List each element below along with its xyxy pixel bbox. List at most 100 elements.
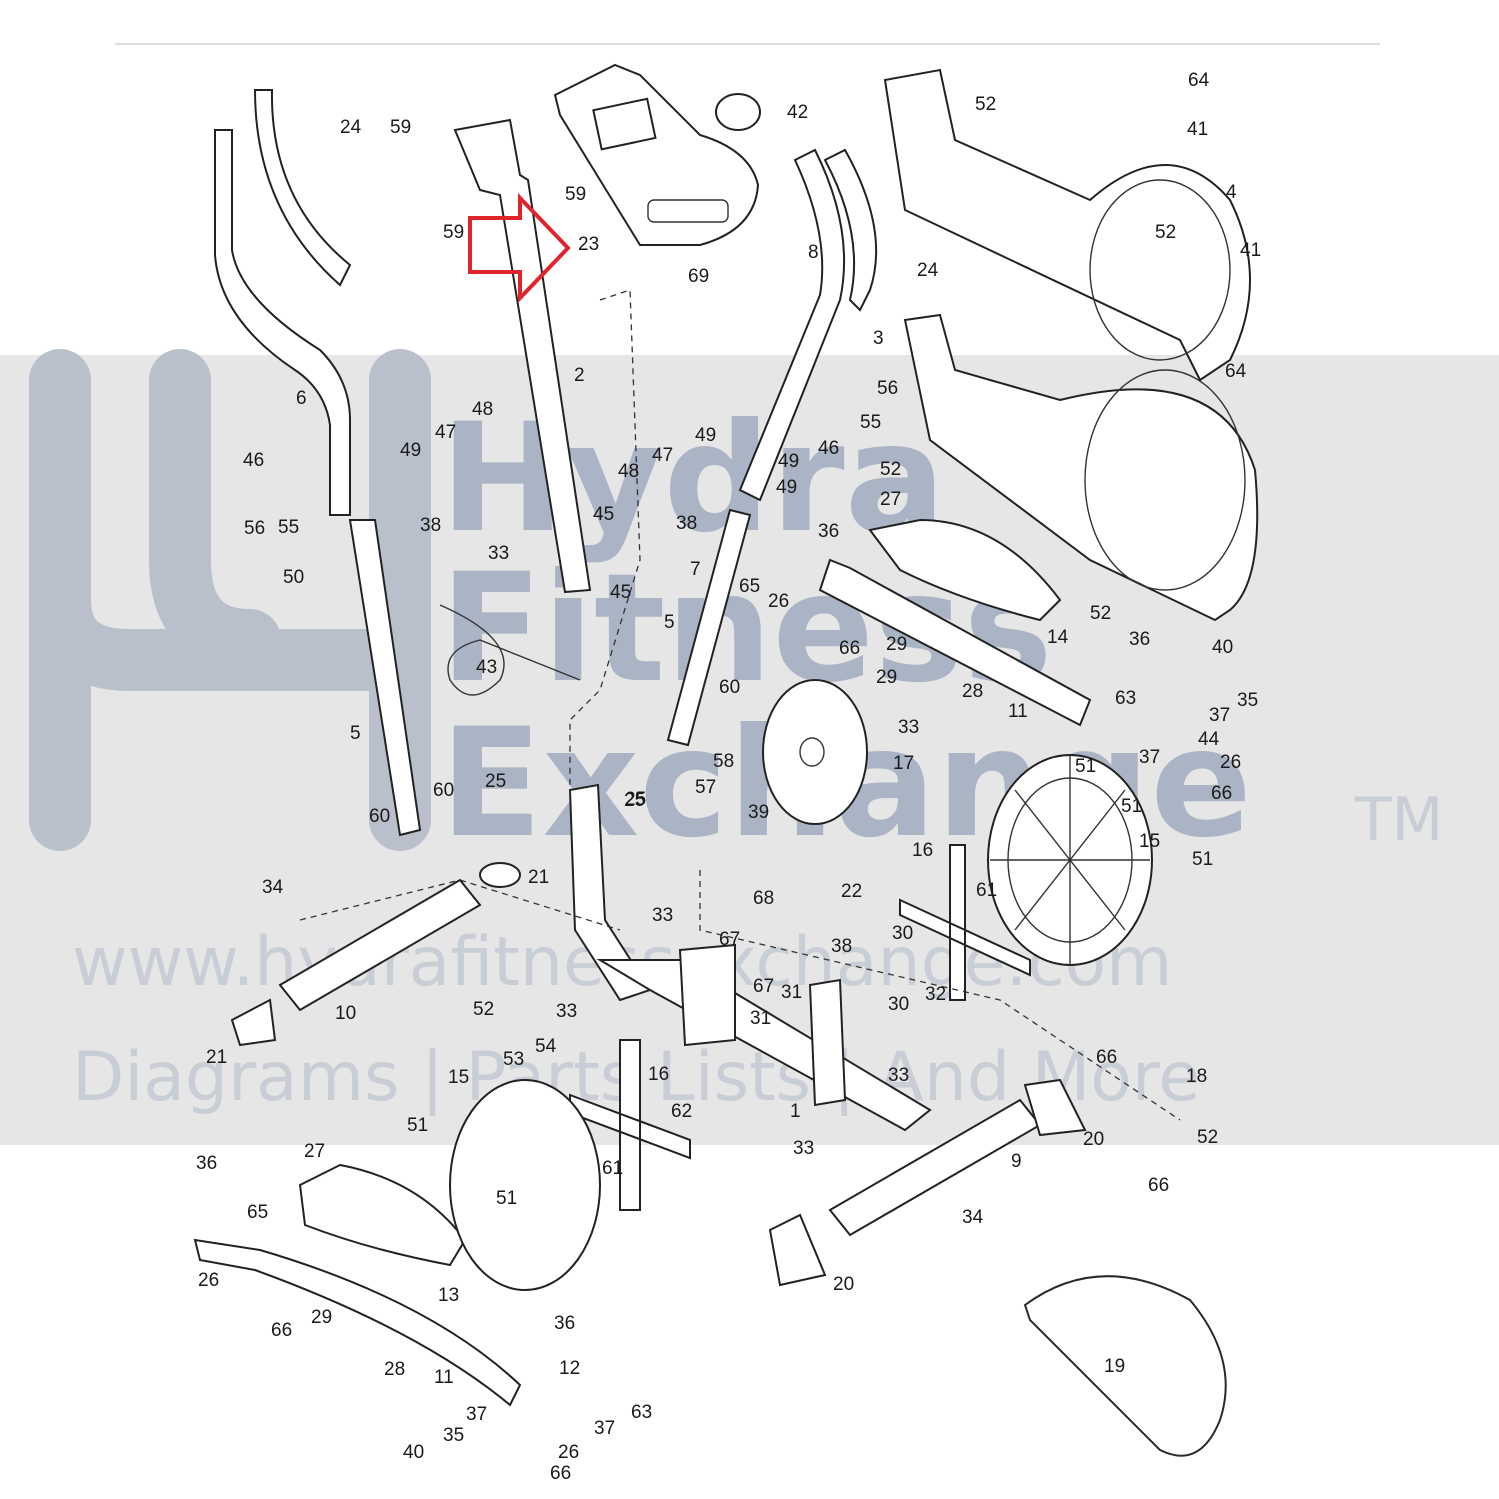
part-label: 49 bbox=[778, 451, 799, 472]
part-label: 61 bbox=[976, 880, 997, 901]
part-label: 51 bbox=[1192, 849, 1213, 870]
part-label: 41 bbox=[1187, 119, 1208, 140]
part-label: 36 bbox=[554, 1313, 575, 1334]
part-label: 35 bbox=[1237, 690, 1258, 711]
part-label: 69 bbox=[688, 266, 709, 287]
main-frame bbox=[568, 783, 932, 1132]
part-label: 56 bbox=[877, 378, 898, 399]
part-label: 33 bbox=[793, 1138, 814, 1159]
part-label: 26 bbox=[1220, 752, 1241, 773]
highlight-arrow-icon bbox=[468, 193, 571, 303]
part-label: 37 bbox=[1139, 747, 1160, 768]
part-label: 31 bbox=[781, 982, 802, 1003]
part-label: 2 bbox=[574, 365, 585, 386]
tension-cable bbox=[439, 604, 581, 696]
part-label: 55 bbox=[278, 517, 299, 538]
part-label: 27 bbox=[304, 1141, 325, 1162]
part-label: 33 bbox=[888, 1065, 909, 1086]
part-label: 15 bbox=[448, 1067, 469, 1088]
watermark-trademark: TM bbox=[1354, 785, 1443, 855]
part-label: 45 bbox=[593, 504, 614, 525]
part-label: 30 bbox=[888, 994, 909, 1015]
part-label: 59 bbox=[565, 184, 586, 205]
part-label: 66 bbox=[839, 638, 860, 659]
part-label: 66 bbox=[1211, 783, 1232, 804]
part-label: 29 bbox=[876, 667, 897, 688]
part-label: 42 bbox=[787, 102, 808, 123]
part-label: 52 bbox=[1155, 222, 1176, 243]
part-label: 26 bbox=[558, 1442, 579, 1463]
part-label: 52 bbox=[1197, 1127, 1218, 1148]
part-label: 64 bbox=[1225, 361, 1247, 382]
part-label: 63 bbox=[631, 1402, 652, 1423]
right-crossbar bbox=[899, 844, 1031, 1001]
part-label: 35 bbox=[443, 1425, 464, 1446]
part-label: 34 bbox=[262, 877, 284, 898]
part-label: 33 bbox=[488, 543, 509, 564]
part-label: 52 bbox=[975, 94, 996, 115]
part-label: 52 bbox=[1090, 603, 1111, 624]
part-label: 67 bbox=[719, 929, 740, 950]
part-label: 57 bbox=[695, 777, 716, 798]
part-label: 19 bbox=[1104, 1356, 1125, 1377]
part-label: 21 bbox=[206, 1047, 227, 1068]
part-label: 61 bbox=[602, 1158, 623, 1179]
part-label: 15 bbox=[1139, 831, 1160, 852]
part-label: 24 bbox=[917, 260, 939, 281]
part-label: 38 bbox=[420, 515, 441, 536]
part-label: 10 bbox=[335, 1003, 356, 1024]
part-label: 11 bbox=[1008, 701, 1028, 722]
part-label: 49 bbox=[400, 440, 421, 461]
part-label: 22 bbox=[841, 881, 862, 902]
part-label: 23 bbox=[578, 234, 599, 255]
part-label: 11 bbox=[434, 1367, 454, 1388]
part-label: 50 bbox=[283, 567, 304, 588]
part-label: 25 bbox=[625, 789, 646, 810]
part-label: 66 bbox=[1096, 1047, 1117, 1068]
part-label: 60 bbox=[433, 780, 454, 801]
part-label: 54 bbox=[535, 1036, 557, 1057]
part-label: 51 bbox=[496, 1188, 517, 1209]
part-label: 60 bbox=[719, 677, 740, 698]
part-label: 63 bbox=[1115, 688, 1136, 709]
part-label: 37 bbox=[594, 1418, 615, 1439]
part-label: 65 bbox=[739, 576, 760, 597]
part-label: 66 bbox=[1148, 1175, 1169, 1196]
part-label: 6 bbox=[296, 388, 307, 409]
watermark-logo-icon bbox=[29, 349, 431, 851]
part-label: 62 bbox=[671, 1101, 692, 1122]
part-label: 14 bbox=[1047, 627, 1069, 648]
part-label: 16 bbox=[648, 1064, 669, 1085]
part-label: 56 bbox=[244, 518, 265, 539]
part-label: 29 bbox=[886, 634, 907, 655]
part-label: 26 bbox=[198, 1270, 219, 1291]
part-label: 9 bbox=[1011, 1151, 1022, 1172]
part-label: 28 bbox=[384, 1359, 405, 1380]
part-label: 16 bbox=[912, 840, 933, 861]
part-label: 52 bbox=[473, 999, 494, 1020]
rear-shroud bbox=[883, 68, 1259, 622]
part-label: 51 bbox=[1121, 796, 1142, 817]
part-label: 24 bbox=[340, 117, 362, 138]
part-label: 1 bbox=[790, 1101, 801, 1122]
part-label: 47 bbox=[652, 445, 673, 466]
part-label: 5 bbox=[350, 723, 361, 744]
part-label: 67 bbox=[753, 976, 774, 997]
part-label: 48 bbox=[618, 461, 639, 482]
part-label: 51 bbox=[407, 1115, 428, 1136]
part-label: 66 bbox=[550, 1463, 571, 1484]
part-label: 52 bbox=[880, 459, 901, 480]
left-pedal bbox=[193, 1163, 522, 1407]
part-label: 37 bbox=[1209, 705, 1230, 726]
part-label: 33 bbox=[898, 717, 919, 738]
part-label: 38 bbox=[676, 513, 697, 534]
part-label: 48 bbox=[472, 399, 493, 420]
part-label: 53 bbox=[503, 1049, 524, 1070]
part-label: 46 bbox=[818, 438, 839, 459]
part-label: 27 bbox=[880, 489, 901, 510]
part-label: 25 bbox=[485, 771, 506, 792]
part-label: 49 bbox=[776, 477, 797, 498]
part-label: 28 bbox=[962, 681, 983, 702]
part-label: 4 bbox=[1226, 182, 1237, 203]
part-label: 20 bbox=[833, 1274, 854, 1295]
